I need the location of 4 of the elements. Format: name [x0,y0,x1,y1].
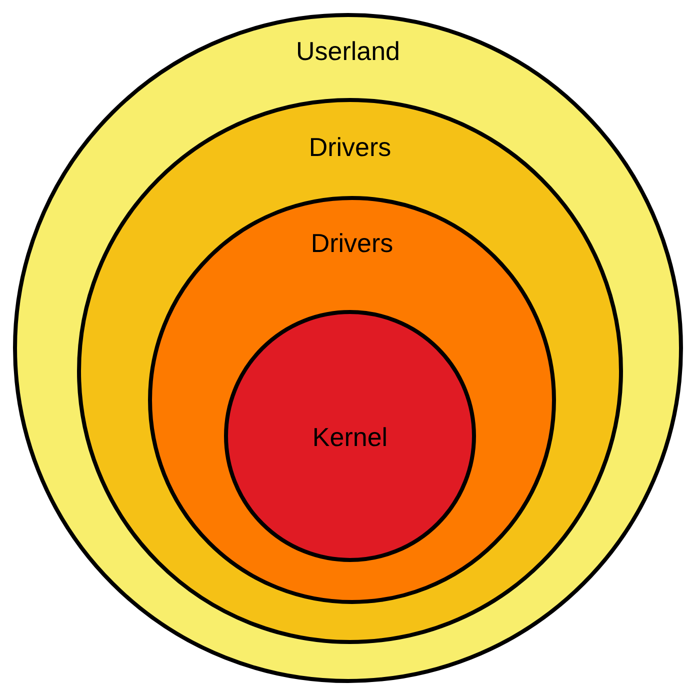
layer-label: Drivers [310,230,394,256]
layer-label: Kernel [312,424,388,450]
layer-label: Drivers [308,134,392,160]
layer-label: Userland [296,38,400,64]
